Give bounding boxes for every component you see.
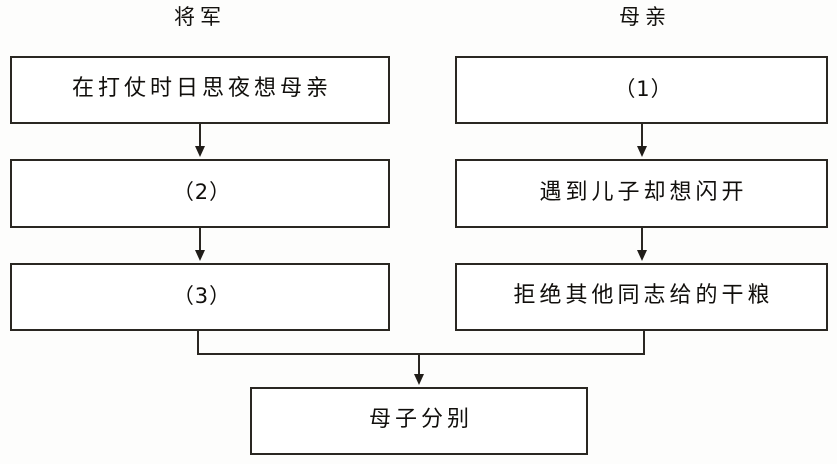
node-general-2[interactable]: （2）: [10, 159, 390, 228]
node-general-1[interactable]: 在打仗时日思夜想母亲: [10, 56, 390, 124]
node-mother-2-label: 遇到儿子却想闪开: [539, 179, 748, 205]
column-header-mother: 母亲: [619, 5, 671, 29]
node-mother-3[interactable]: 拒绝其他同志给的干粮: [455, 263, 828, 331]
node-general-3-label: （3）: [172, 283, 232, 308]
node-general-1-label: 在打仗时日思夜想母亲: [71, 76, 332, 101]
node-general-3[interactable]: （3）: [10, 263, 390, 331]
connector-merge-to-outcome: [418, 353, 420, 377]
connector-mother-1-to-2: [641, 124, 643, 149]
arrowhead-general-1-to-2: [195, 146, 205, 157]
node-general-2-label: （2）: [172, 180, 232, 204]
connector-mother-2-to-3: [641, 228, 643, 253]
connector-general-1-to-2: [199, 124, 201, 149]
node-mother-1-label: （1）: [614, 76, 673, 101]
arrowhead-general-2-to-3: [195, 250, 205, 261]
connector-general-2-to-3: [199, 228, 201, 253]
node-outcome[interactable]: 母子分别: [250, 387, 588, 455]
column-header-general: 将军: [174, 5, 226, 29]
arrowhead-mother-2-to-3: [637, 250, 647, 261]
node-mother-1[interactable]: （1）: [455, 56, 828, 124]
arrowhead-merge-to-outcome: [414, 374, 424, 385]
connector-mother-3-drop: [643, 331, 645, 355]
arrowhead-mother-1-to-2: [637, 146, 647, 157]
node-mother-2[interactable]: 遇到儿子却想闪开: [455, 159, 828, 228]
connector-merge-bar: [197, 353, 645, 355]
node-outcome-label: 母子分别: [368, 407, 473, 432]
node-mother-3-label: 拒绝其他同志给的干粮: [513, 283, 774, 308]
connector-general-3-drop: [197, 331, 199, 355]
